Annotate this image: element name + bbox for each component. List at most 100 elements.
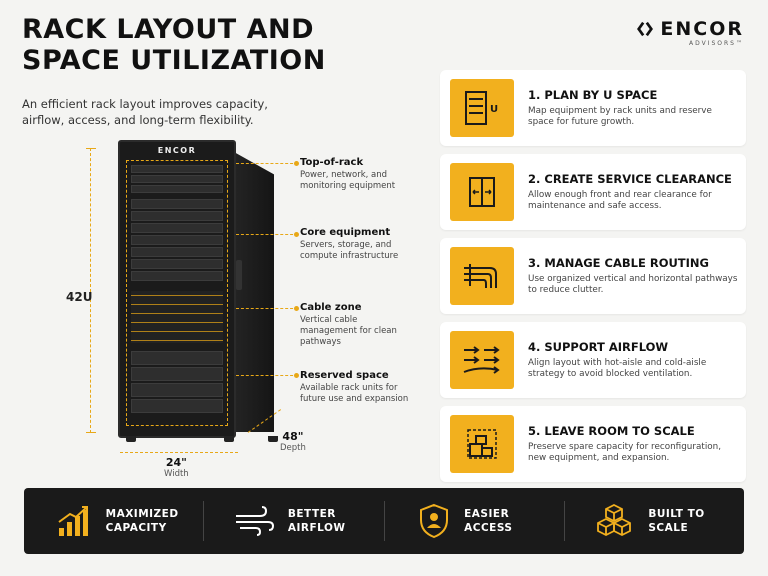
step-title: 4. SUPPORT AIRFLOW bbox=[528, 339, 669, 354]
rack-unit bbox=[131, 271, 223, 281]
logo-subtext: ADVISORS™ bbox=[688, 40, 744, 47]
callout-title: Core equipment bbox=[300, 227, 391, 238]
rack-unit bbox=[131, 351, 223, 365]
airflow-arrows-icon bbox=[450, 331, 514, 389]
callout-dot bbox=[294, 232, 299, 237]
logo-mark-icon bbox=[637, 21, 654, 37]
width-label: Width bbox=[164, 469, 189, 479]
rack-feet bbox=[120, 436, 280, 446]
title-line-1: RACK LAYOUT AND bbox=[22, 14, 315, 45]
callout-text: Servers, storage, and compute infrastruc… bbox=[300, 240, 399, 261]
benefit-line2: CAPACITY bbox=[105, 522, 167, 534]
width-value: 24" bbox=[165, 456, 187, 469]
server-rack: ENCOR bbox=[118, 140, 236, 438]
rack-foot bbox=[224, 436, 234, 442]
logo-name: ENCOR bbox=[660, 18, 744, 40]
benefit-capacity: MAXIMIZED CAPACITY bbox=[24, 501, 205, 541]
benefit-line2: SCALE bbox=[648, 522, 689, 534]
rack-unit bbox=[131, 185, 223, 193]
depth-value: 48" bbox=[282, 430, 304, 443]
step-title: 2. CREATE SERVICE CLEARANCE bbox=[528, 171, 732, 186]
rack-unit bbox=[131, 259, 223, 269]
shield-user-icon bbox=[420, 503, 449, 539]
height-dimension-line bbox=[86, 148, 96, 433]
step-text: Map equipment by rack units and reserve … bbox=[528, 105, 712, 128]
step-card: 2. CREATE SERVICE CLEARANCE Allow enough… bbox=[440, 154, 746, 230]
steps-list: U 1. PLAN BY U SPACE Map equipment by ra… bbox=[440, 70, 746, 490]
callout-dot bbox=[294, 161, 299, 166]
step-text: Use organized vertical and horizontal pa… bbox=[528, 273, 738, 296]
rack-unit bbox=[131, 175, 223, 183]
rack-height-label: 42U bbox=[66, 290, 93, 304]
page-title: RACK LAYOUT AND SPACE UTILIZATION bbox=[22, 14, 326, 76]
rack-depth: 48" Depth bbox=[280, 430, 306, 453]
callout-text: Power, network, and monitoring equipment bbox=[300, 170, 396, 191]
wind-icon bbox=[235, 506, 274, 536]
rack-unit bbox=[131, 165, 223, 173]
rack-units-icon: U bbox=[450, 79, 514, 137]
callout-line bbox=[236, 375, 298, 376]
callout-dot bbox=[294, 306, 299, 311]
rack-side-panel bbox=[234, 152, 274, 432]
depth-label: Depth bbox=[280, 443, 306, 453]
callout-cable-zone: Cable zone Vertical cable management for… bbox=[300, 302, 410, 348]
callout-title: Top-of-rack bbox=[300, 157, 364, 168]
step-card: 4. SUPPORT AIRFLOW Align layout with hot… bbox=[440, 322, 746, 398]
rack-frame bbox=[126, 160, 228, 426]
rack-unit bbox=[131, 367, 223, 381]
benefits-bar: MAXIMIZED CAPACITY BETTER AIRFLOW EASIER… bbox=[24, 488, 744, 554]
cubes-icon bbox=[597, 503, 632, 537]
step-card: 5. LEAVE ROOM TO SCALE Preserve spare ca… bbox=[440, 406, 746, 482]
callout-reserved-space: Reserved space Available rack units for … bbox=[300, 370, 410, 405]
rack-unit bbox=[131, 211, 223, 221]
benefit-line2: ACCESS bbox=[464, 522, 513, 534]
benefit-line2: AIRFLOW bbox=[287, 522, 346, 534]
benefit-scale: BUILT TO SCALE bbox=[565, 501, 744, 541]
rack-unit bbox=[131, 199, 223, 209]
callout-top-of-rack: Top-of-rack Power, network, and monitori… bbox=[300, 157, 410, 192]
rack-brand: ENCOR bbox=[120, 146, 234, 155]
rack-foot bbox=[268, 436, 278, 442]
rack-brand-text: ENCOR bbox=[157, 146, 197, 155]
callout-core-equipment: Core equipment Servers, storage, and com… bbox=[300, 227, 410, 262]
benefit-line1: MAXIMIZED bbox=[105, 508, 179, 520]
width-dimension-line bbox=[120, 452, 238, 453]
rack-unit bbox=[131, 383, 223, 397]
title-line-2: SPACE UTILIZATION bbox=[22, 45, 326, 76]
rack-unit bbox=[131, 399, 223, 413]
benefit-line1: EASIER bbox=[464, 508, 510, 520]
cable-routing-icon bbox=[450, 247, 514, 305]
callout-text: Vertical cable management for clean path… bbox=[300, 315, 397, 347]
cable-bundle bbox=[131, 291, 223, 343]
clearance-icon bbox=[450, 163, 514, 221]
rack-unit bbox=[131, 223, 223, 233]
step-card: U 1. PLAN BY U SPACE Map equipment by ra… bbox=[440, 70, 746, 146]
step-title: 5. LEAVE ROOM TO SCALE bbox=[528, 423, 695, 438]
step-text: Align layout with hot-aisle and cold-ais… bbox=[528, 357, 707, 380]
callout-dot bbox=[294, 373, 299, 378]
callout-line bbox=[236, 163, 298, 164]
benefit-line1: BETTER bbox=[287, 508, 336, 520]
scale-blocks-icon bbox=[450, 415, 514, 473]
step-card: 3. MANAGE CABLE ROUTING Use organized ve… bbox=[440, 238, 746, 314]
step-text: Allow enough front and rear clearance fo… bbox=[528, 189, 712, 212]
rack-foot bbox=[126, 436, 136, 442]
callout-text: Available rack units for future use and … bbox=[300, 383, 409, 404]
svg-text:U: U bbox=[490, 104, 498, 115]
callout-line bbox=[236, 234, 298, 235]
step-title: 1. PLAN BY U SPACE bbox=[528, 87, 658, 102]
rack-unit bbox=[131, 235, 223, 245]
rack-width: 24" Width bbox=[164, 456, 189, 479]
benefit-line1: BUILT TO bbox=[648, 508, 705, 520]
rack-door-handle bbox=[236, 260, 242, 290]
callout-line bbox=[236, 308, 298, 309]
page-subtitle: An efficient rack layout improves capaci… bbox=[22, 97, 268, 127]
step-text: Preserve spare capacity for reconfigurat… bbox=[528, 441, 722, 464]
step-title: 3. MANAGE CABLE ROUTING bbox=[528, 255, 709, 270]
brand-logo: ENCOR bbox=[636, 18, 744, 40]
benefit-access: EASIER ACCESS bbox=[385, 501, 565, 541]
callout-title: Reserved space bbox=[300, 370, 389, 381]
callout-title: Cable zone bbox=[300, 302, 362, 313]
rack-illustration: 42U ENCOR Top-of-r bbox=[0, 130, 430, 480]
growth-chart-icon bbox=[58, 506, 88, 536]
